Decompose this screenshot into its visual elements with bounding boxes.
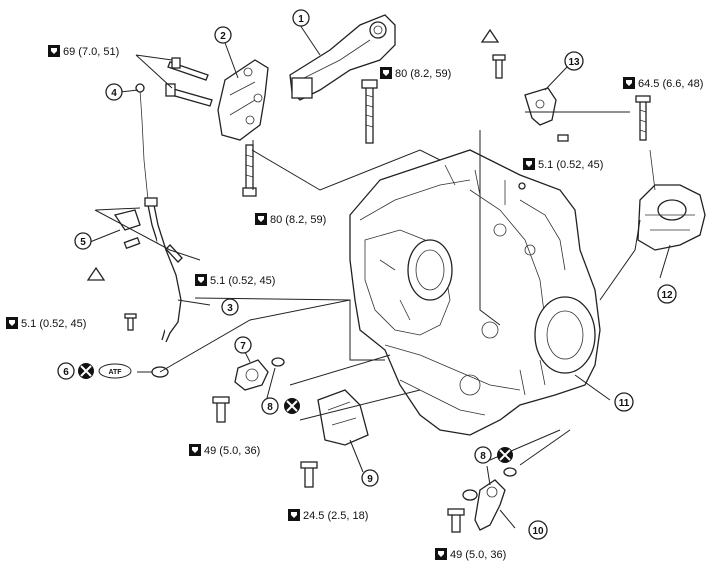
callout-8: 8 [261,397,279,415]
mount-vertical-bolt [361,79,378,144]
svg-text:8: 8 [267,402,273,413]
svg-text:10: 10 [532,526,544,537]
callout-10: 10 [528,520,548,540]
svg-text:49 (5.0, 36): 49 (5.0, 36) [450,549,506,561]
svg-text:80 (8.2, 59): 80 (8.2, 59) [270,214,326,226]
callout-11: 11 [614,392,634,412]
callout-8-b: 8 [474,446,492,464]
svg-text:2: 2 [220,31,226,42]
torque-80-mount: 80 (8.2, 59) [380,67,451,80]
triangle-symbols [86,28,500,281]
svg-text:6: 6 [63,367,69,378]
bolt-5-1-mid [165,244,183,263]
engine-mount-insulator [289,14,396,101]
torque-5-1-mid: 5.1 (0.52, 45) [195,274,275,287]
triangle-icon [480,28,500,43]
svg-text:7: 7 [240,341,246,352]
svg-text:1: 1 [298,14,304,25]
torque-69: 69 (7.0, 51) [48,45,119,58]
tube-clip-5 [113,209,141,250]
triangle-icon [86,266,106,281]
atf-badge: ATF [98,363,132,379]
mount-bracket [217,59,269,141]
callout-5: 5 [74,232,92,250]
dipstick-and-tube [135,83,182,343]
bolt-49-lower [447,508,465,533]
svg-text:49 (5.0, 36): 49 (5.0, 36) [204,445,260,457]
torque-49-lower: 49 (5.0, 36) [435,548,506,561]
cooler-fitting-10 [462,467,517,531]
callout-9: 9 [361,469,379,487]
callout-6: 6 [57,362,75,380]
svg-text:24.5 (2.5, 18): 24.5 (2.5, 18) [303,510,368,522]
svg-text:13: 13 [568,57,580,68]
svg-text:4: 4 [111,88,117,99]
svg-text:11: 11 [619,398,630,409]
svg-text:ATF: ATF [108,369,122,376]
bolt-5-1-left [124,313,137,331]
x-mark-icons [78,363,513,463]
callout-4: 4 [105,83,123,101]
callouts: 1 2 3 4 5 6 7 8 9 10 11 12 13 8 [57,9,677,540]
svg-text:5: 5 [80,237,86,248]
bracket-bolt-13 [492,54,506,79]
svg-text:5.1 (0.52, 45): 5.1 (0.52, 45) [538,159,603,171]
svg-text:5.1 (0.52, 45): 5.1 (0.52, 45) [210,275,275,287]
torque-80-bracket: 80 (8.2, 59) [255,213,326,226]
torque-49-left: 49 (5.0, 36) [189,444,260,457]
bolt-24-5 [300,461,318,488]
transaxle-assembly [349,149,601,436]
x-mark-icon [497,447,513,463]
callout-3: 3 [221,298,239,316]
svg-text:5.1 (0.52, 45): 5.1 (0.52, 45) [21,318,86,330]
torque-5-1-left: 5.1 (0.52, 45) [6,317,86,330]
svg-text:69 (7.0, 51): 69 (7.0, 51) [63,46,119,58]
torque-24-5: 24.5 (2.5, 18) [288,509,368,522]
x-mark-icon [78,363,94,379]
bracket-vertical-bolt [242,144,257,197]
leader-lines [89,24,671,529]
cooler-fitting-7 [234,357,285,391]
cover-plate-9 [317,389,369,446]
torque-labels: 69 (7.0, 51) 80 (8.2, 59) 80 (8.2, 59) 6… [6,45,703,561]
rear-mount-12 [635,95,706,251]
callout-2: 2 [214,26,232,44]
bolt-49-left [212,396,230,423]
svg-text:8: 8 [480,451,486,462]
svg-text:9: 9 [367,474,373,485]
torque-64-5: 64.5 (6.6, 48) [623,77,703,90]
svg-text:80 (8.2, 59): 80 (8.2, 59) [395,68,451,80]
callout-12: 12 [657,284,677,304]
svg-text:64.5 (6.6, 48): 64.5 (6.6, 48) [638,78,703,90]
x-mark-icon [284,398,300,414]
callout-13: 13 [564,51,584,71]
svg-text:3: 3 [227,303,233,314]
bracket-13 [524,87,569,142]
svg-text:12: 12 [661,290,673,301]
callout-7: 7 [234,336,252,354]
bracket-bolts [165,57,213,107]
torque-5-1-top: 5.1 (0.52, 45) [523,158,603,171]
callout-1: 1 [292,9,310,27]
